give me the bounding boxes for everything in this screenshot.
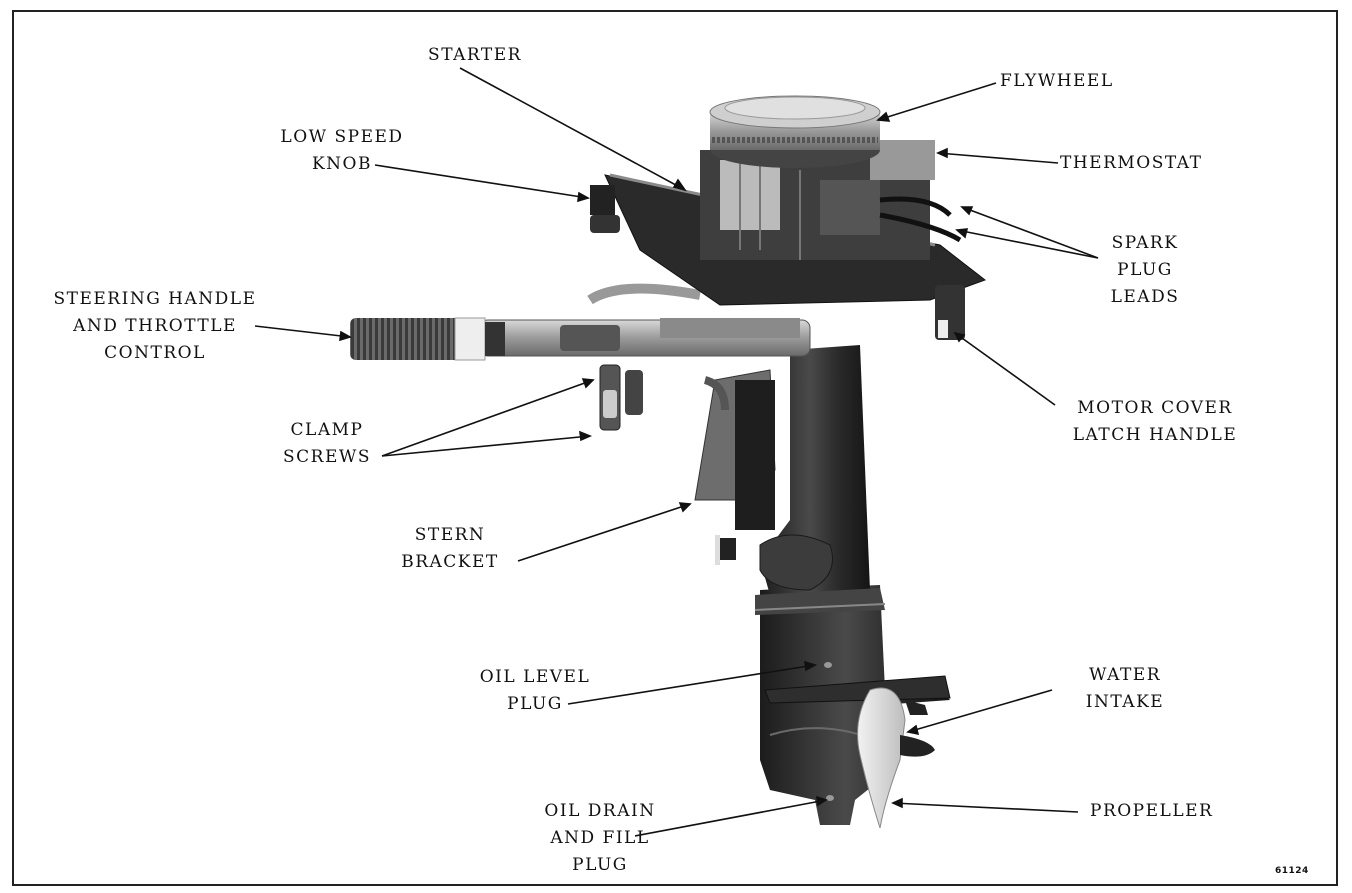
label-oil-level-plug: OIL LEVEL PLUG (479, 667, 591, 714)
flywheel-shape (709, 95, 881, 168)
stern-bracket-shape (694, 369, 776, 565)
label-low-speed-knob: LOW SPEED KNOB (280, 127, 404, 174)
label-thermostat: THERMOSTAT (1060, 153, 1203, 173)
steering-handle-shape (350, 283, 811, 361)
label-steering-handle: STEERING HANDLE AND THROTTLE CONTROL (53, 289, 257, 363)
label-stern-bracket: STERN BRACKET (401, 525, 499, 572)
label-clamp-screws: CLAMP SCREWS (283, 420, 371, 467)
label-propeller: PROPELLER (1090, 801, 1214, 821)
figure-number: 61124 (1275, 866, 1309, 876)
label-flywheel: FLYWHEEL (1000, 71, 1114, 91)
propeller-shape (857, 687, 935, 829)
label-water-intake: WATER INTAKE (1085, 665, 1165, 712)
clamp-screws-shape (599, 364, 729, 431)
label-motor-cover-latch: MOTOR COVER LATCH HANDLE (1072, 398, 1238, 445)
powerhead-shape (700, 140, 962, 260)
figure-frame (12, 10, 1338, 886)
label-starter: STARTER (428, 45, 522, 65)
label-spark-plug-leads: SPARK PLUG LEADS (1110, 233, 1180, 307)
label-oil-drain-fill-plug: OIL DRAIN AND FILL PLUG (544, 801, 656, 875)
lower-unit (760, 585, 951, 825)
leader-lines (254, 67, 1099, 837)
exhaust-housing (754, 345, 886, 615)
